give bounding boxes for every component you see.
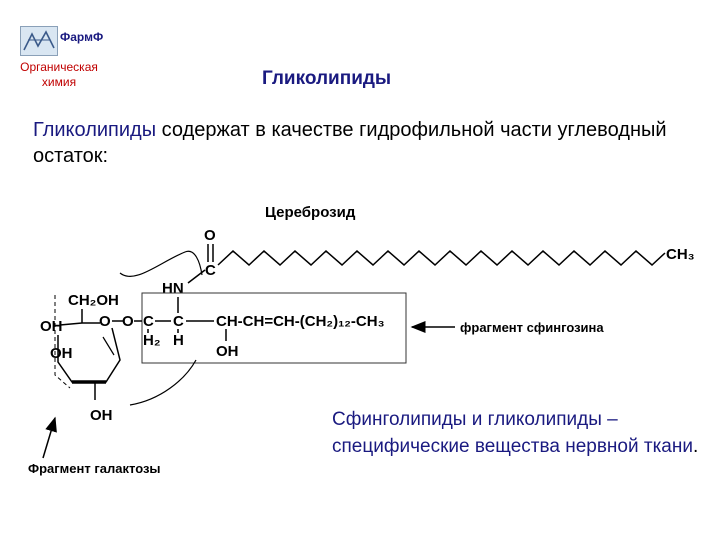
galactose-label: Фрагмент галактозы bbox=[28, 461, 161, 476]
atom-c1: C bbox=[143, 313, 154, 330]
chain-formula: CH-CH=CH-(CH₂)₁₂-CH₃ bbox=[216, 313, 385, 330]
atom-c2: C bbox=[173, 313, 184, 330]
galactose-bracket bbox=[54, 295, 71, 389]
note-text: Сфинголипиды и гликолипиды – специфическ… bbox=[332, 406, 712, 460]
oh-left: OH bbox=[40, 318, 63, 335]
logo-subtitle-line1: Органическая bbox=[20, 60, 98, 74]
carbonyl-oxygen: O bbox=[204, 227, 216, 244]
atom-h2: H₂ bbox=[143, 332, 161, 349]
intro-highlight: Гликолипиды bbox=[33, 119, 157, 141]
slide-title: Гликолипиды bbox=[262, 68, 392, 89]
link-oxygen: O bbox=[122, 313, 134, 330]
sphingosine-box bbox=[141, 292, 407, 364]
sphingosine-label: фрагмент сфингозина bbox=[460, 320, 604, 335]
oh-bottom: OH bbox=[90, 407, 113, 424]
fatty-acid-chain bbox=[217, 249, 666, 267]
note-line: Сфинголипиды и гликолипиды – специфическ… bbox=[332, 409, 693, 457]
logo-subtitle: Органическая химия bbox=[0, 60, 118, 90]
ring-oxygen: O bbox=[99, 313, 111, 330]
linkage-arc bbox=[129, 359, 197, 406]
structure-name: Цереброзид bbox=[265, 204, 356, 221]
chain-oh: OH bbox=[216, 343, 239, 360]
intro-text: Гликолипиды содержат в качестве гидрофил… bbox=[33, 117, 713, 169]
galactose-arrow bbox=[42, 416, 57, 459]
atom-h: H bbox=[173, 332, 184, 349]
logo-subtitle-line2: химия bbox=[41, 75, 77, 89]
ring-top-bond bbox=[59, 322, 100, 326]
hn-group: HN bbox=[162, 280, 184, 297]
logo-icon bbox=[20, 26, 58, 56]
ch2oh-group: CH₂OH bbox=[68, 292, 119, 309]
bond-c-hn bbox=[187, 269, 206, 284]
sphingosine-curve bbox=[119, 250, 203, 277]
note-end: . bbox=[692, 436, 699, 457]
ring-inner-bond bbox=[102, 336, 115, 356]
carbonyl-carbon: C bbox=[205, 262, 216, 279]
logo-name: ФармФ bbox=[60, 30, 104, 44]
intro-rest: содержат в качестве гидрофильной части у… bbox=[33, 119, 667, 167]
oh-lower: OH bbox=[50, 345, 73, 362]
chain-end-ch3: CH₃ bbox=[666, 246, 695, 263]
